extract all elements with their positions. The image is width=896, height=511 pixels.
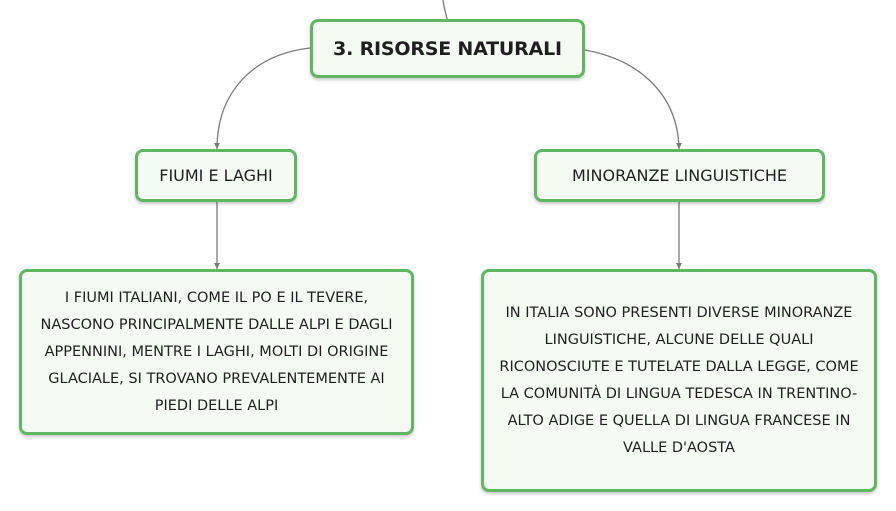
detail-node-fiumi-e-laghi[interactable]: I FIUMI ITALIANI, COME IL PO E IL TEVERE…	[19, 269, 414, 435]
root-node[interactable]: 3. RISORSE NATURALI	[310, 19, 585, 78]
root-node-label: 3. RISORSE NATURALI	[333, 37, 562, 60]
connector-root-to-fiumi	[216, 47, 311, 150]
detail-node-minoranze-linguistiche[interactable]: IN ITALIA SONO PRESENTI DIVERSE MINORANZ…	[481, 269, 877, 492]
detail-node-text: I FIUMI ITALIANI, COME IL PO E IL TEVERE…	[40, 289, 393, 414]
incoming-connector	[442, 0, 448, 20]
connector-root-to-minoranze	[584, 49, 680, 150]
branch-node-minoranze-linguistiche[interactable]: MINORANZE LINGUISTICHE	[534, 149, 825, 202]
branch-node-fiumi-e-laghi[interactable]: FIUMI E LAGHI	[135, 149, 297, 202]
branch-node-label: FIUMI E LAGHI	[159, 166, 273, 185]
detail-node-text: IN ITALIA SONO PRESENTI DIVERSE MINORANZ…	[499, 304, 859, 456]
branch-node-label: MINORANZE LINGUISTICHE	[571, 166, 787, 185]
